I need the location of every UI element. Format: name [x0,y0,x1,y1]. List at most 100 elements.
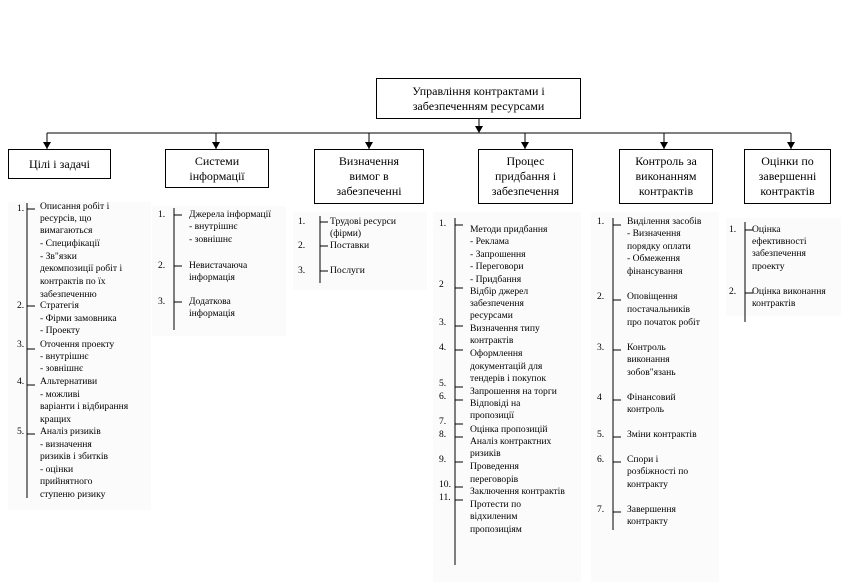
category-evaluation-line2: завершенні [758,169,817,183]
col4-line-21: переговорів [470,474,519,485]
col4-line-4: - Переговори [470,261,524,272]
col5-line-10: виконання [627,354,670,365]
col4-line-2: - Реклама [470,236,510,247]
category-info-systems-line2: інформації [189,168,245,183]
col5-line-6: Оповіщення [627,291,678,302]
col1-line-17: варіанти і відбирання [40,401,129,412]
col4-line-23: Протести по [470,499,521,510]
col4-line-13: тендерів і покупок [470,373,547,384]
col1-line-3: вимагаються [40,225,93,236]
col1-num-4: 4. [17,376,25,387]
col4-line-11: Оформлення [470,348,523,359]
col5-num-2: 2. [597,291,605,302]
col5-line-14: Зміни контрактів [627,429,697,440]
col5-line-2: - Визначення [627,228,681,239]
col4-num-11: 11. [439,492,451,503]
col5-num-4: 4 [597,392,602,403]
col2-line-2: - внутрішнє [189,221,238,232]
col4-line-14: Запрошення на торги [470,386,557,397]
col1-line-24: ступеню ризику [40,489,106,500]
category-info-systems-line1: Системи [194,153,240,168]
col5-line-4: - Обмеження [627,253,681,264]
category-contract-control: Контроль за виконанням контрактів [619,149,713,204]
col1-line-16: - можливі [40,389,80,400]
col4-line-12: документацій для [470,361,543,372]
col2-line-1: Джерела інформації [189,209,271,220]
category-evaluation-line3: контрактів [760,184,815,198]
category-procurement-line3: забезпечення [491,184,560,198]
col4-line-3: - Запрошення [470,249,526,260]
col5-line-15: Спори і [627,454,659,465]
col6-line-1: Оцінка [752,224,781,235]
col5-num-1: 1. [597,216,605,227]
col2-line-7: інформація [189,308,235,319]
root-box: Управління контрактами і забезпеченням р… [376,78,581,119]
col6-line-3: забезпечення [752,248,806,259]
col5-line-18: Завершення [627,504,676,515]
col3-line-1: Трудові ресурси [330,216,397,227]
category-requirements-line1: Визначення [338,154,400,168]
col5-num-6: 6. [597,454,605,465]
col5-line-12: Фінансовий [627,392,676,403]
col4-line-22: Заключення контрактів [470,486,565,497]
category-requirements-line3: забезпеченні [336,184,402,198]
col1-line-5: - Зв"язки [40,251,77,262]
col6-line-2: ефективності [752,236,807,247]
col4-line-19: ризиків [470,448,501,459]
col3-line-3: Поставки [330,240,370,251]
category-contract-control-line1: Контроль за [635,154,697,168]
category-procurement-line2: придбання і [494,169,557,183]
col1-line-4: - Специфікації [40,238,100,249]
col3-num-3: 3. [298,265,306,276]
col1-line-14: - зовнішнє [40,363,84,374]
category-info-systems: Системи інформації [165,149,269,188]
col4-line-16: пропозиції [470,410,515,421]
col4-line-6: Відбір джерел [470,286,529,297]
col4-line-1: Методи придбання [470,224,548,235]
col1-num-1: 1. [17,203,25,214]
col4-line-20: Проведення [470,461,519,472]
col1-line-23: прийнятного [40,476,93,487]
col1-line-1: Описання робіт і [40,201,110,212]
category-evaluation-line1: Оцінки по [761,154,814,168]
category-goals-line1: Цілі і задачі [28,156,91,171]
col5-line-7: постачальників [627,304,691,315]
col5-line-3: порядку оплати [627,241,691,252]
col1-line-22: - оцінки [40,464,74,475]
col6-line-4: проекту [752,261,785,272]
col5-line-5: фінансування [627,266,683,277]
col1-line-20: - визначення [40,439,92,450]
col5-line-13: контроль [627,404,665,415]
col4-num-5: 5. [439,378,447,389]
col5-line-16: розбіжності по [627,466,689,477]
goals-panel [8,202,151,510]
col4-line-17: Оцінка пропозицій [470,424,548,435]
category-requirements-line2: вимог в [349,169,389,183]
col4-line-15: Відповіді на [470,398,521,409]
category-evaluation: Оцінки по завершенні контрактів [744,149,831,204]
category-contract-control-line2: виконанням [635,169,697,183]
col4-line-5: - Придбання [470,274,522,285]
col6-line-6: контрактів [752,298,796,309]
col2-line-4: Невистачаюча [189,260,248,271]
col4-num-6: 6. [439,391,447,402]
procurement-panel [433,212,581,582]
col6-line-5: Оцінка виконання [752,286,826,297]
col1-line-15: Альтернативи [40,376,98,387]
category-procurement: Процес придбання і забезпечення [478,149,573,204]
col2-num-1: 1. [158,209,166,220]
col4-line-25: пропозиціям [470,524,522,535]
col3-line-2: (фірми) [330,228,362,239]
col5-num-5: 5. [597,429,605,440]
col1-line-10: - Фірми замовника [40,313,117,324]
col5-line-1: Виділення засобів [627,216,702,227]
col1-line-9: Стратегія [40,300,79,311]
col1-line-19: Аналіз ризиків [40,426,101,437]
col4-line-18: Аналіз контрактних [470,436,552,447]
category-goals: Цілі і задачі [8,149,111,179]
col4-num-7: 7. [439,416,447,427]
col5-line-11: зобов"язань [627,367,676,378]
col2-line-3: - зовнішнє [189,234,233,245]
category-procurement-line1: Процес [506,154,545,168]
